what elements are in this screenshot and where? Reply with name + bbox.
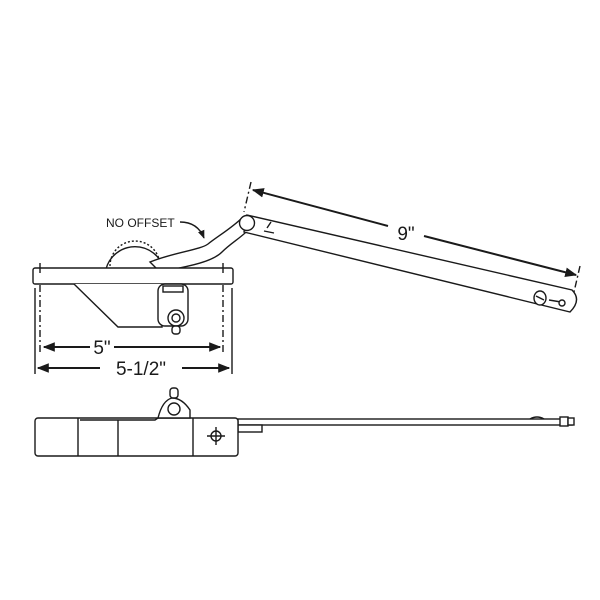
- base-plate: [32, 263, 234, 335]
- no-offset-label: NO OFFSET: [106, 216, 175, 230]
- main-arm: [238, 214, 578, 313]
- crosshair-rivet-icon: [207, 427, 225, 445]
- dimension-9-label: 9": [397, 224, 414, 245]
- dimension-5-1-2-label: 5-1/2": [116, 359, 166, 380]
- top-view: 5" 5-1/2" 9" NO OFFSET: [32, 181, 581, 380]
- side-view: [34, 387, 575, 457]
- dimension-5-label: 5": [93, 338, 110, 359]
